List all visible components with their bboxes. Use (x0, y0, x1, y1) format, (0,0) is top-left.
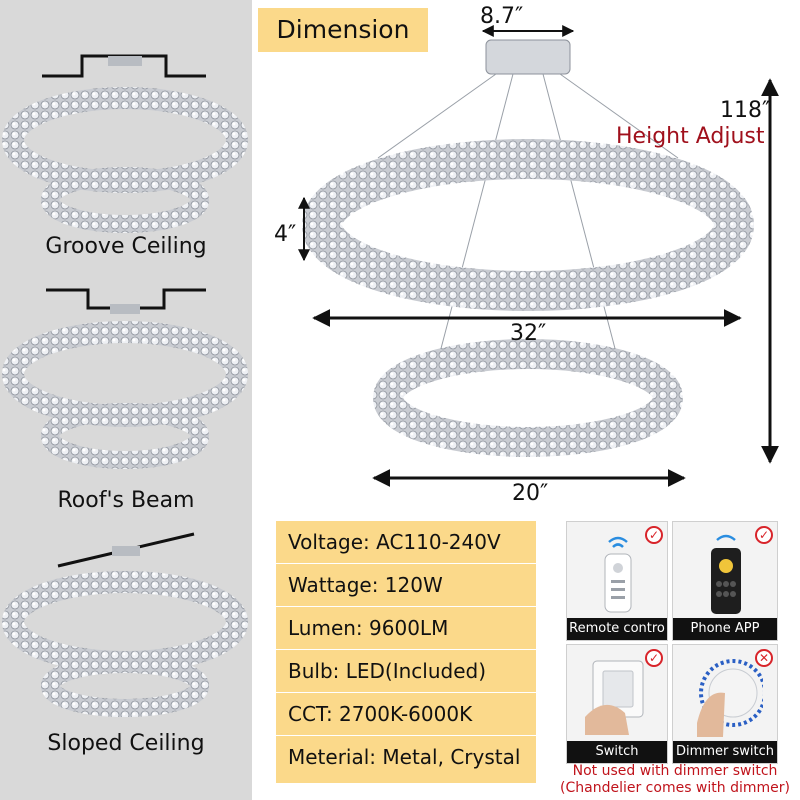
mount-label-sloped-ceiling: Sloped Ceiling (47, 731, 205, 756)
canopy-width-label: 8.7″ (480, 4, 524, 29)
spec-cct: CCT: 2700K-6000K (276, 693, 536, 736)
feature-label-dimmer: Dimmer switch (673, 741, 777, 763)
feature-dimmer-switch: ✕ Dimmer switch (672, 644, 778, 764)
small-ring (373, 339, 683, 457)
wall-switch-icon (585, 660, 644, 735)
feature-remote-control: ✓ Remote contro (566, 521, 668, 641)
wifi-icon (716, 534, 736, 541)
mount-label-groove-ceiling: Groove Ceiling (45, 234, 207, 259)
feature-label-phone-app: Phone APP (673, 618, 777, 640)
note-line-1: Not used with dimmer switch (572, 763, 778, 779)
check-icon: ✓ (645, 649, 663, 667)
total-height-label: 118″ (720, 98, 771, 123)
spec-lumen: Lumen: 9600LM (276, 607, 536, 650)
feature-label-switch: Switch (567, 741, 667, 763)
spec-wattage: Wattage: 120W (276, 564, 536, 607)
feature-phone-app: ✓ Phone APP (672, 521, 778, 641)
dimmer-knob-icon (697, 659, 763, 737)
remote-control-icon (604, 536, 632, 613)
dimension-title: Dimension (258, 8, 428, 52)
roofs-beam-illustration (2, 288, 248, 469)
ring-height-label: 4″ (274, 222, 297, 247)
groove-ceiling-illustration (2, 54, 248, 233)
check-icon: ✓ (755, 526, 773, 544)
wifi-icon (608, 536, 628, 543)
spec-table: Voltage: AC110-240V Wattage: 120W Lumen:… (276, 521, 536, 783)
feature-switch: ✓ Switch (566, 644, 668, 764)
spec-bulb: Bulb: LED(Included) (276, 650, 536, 693)
height-adjust-label: Height Adjust (616, 124, 765, 149)
canopy-shape (485, 39, 571, 75)
mount-label-roofs-beam: Roof's Beam (57, 488, 195, 513)
spec-voltage: Voltage: AC110-240V (276, 521, 536, 564)
dimension-title-text: Dimension (276, 15, 410, 44)
chandelier-illustration (298, 25, 779, 487)
feature-label-remote: Remote contro (567, 618, 667, 640)
check-icon: ✓ (645, 526, 663, 544)
note-line-2: (Chandelier comes with dimmer) (560, 780, 790, 796)
dimmer-note: Not used with dimmer switch (Chandelier … (560, 763, 790, 797)
large-ring-diameter-label: 32″ (510, 321, 547, 346)
spec-material: Meterial: Metal, Crystal (288, 745, 521, 769)
sloped-ceiling-illustration (2, 532, 248, 717)
cross-icon: ✕ (755, 649, 773, 667)
mounting-options-panel: Groove Ceiling Roof's Beam Sloped Ceilin… (0, 0, 252, 800)
large-ring (302, 139, 754, 311)
small-ring-diameter-label: 20″ (512, 481, 549, 506)
phone-app-icon (711, 534, 741, 614)
